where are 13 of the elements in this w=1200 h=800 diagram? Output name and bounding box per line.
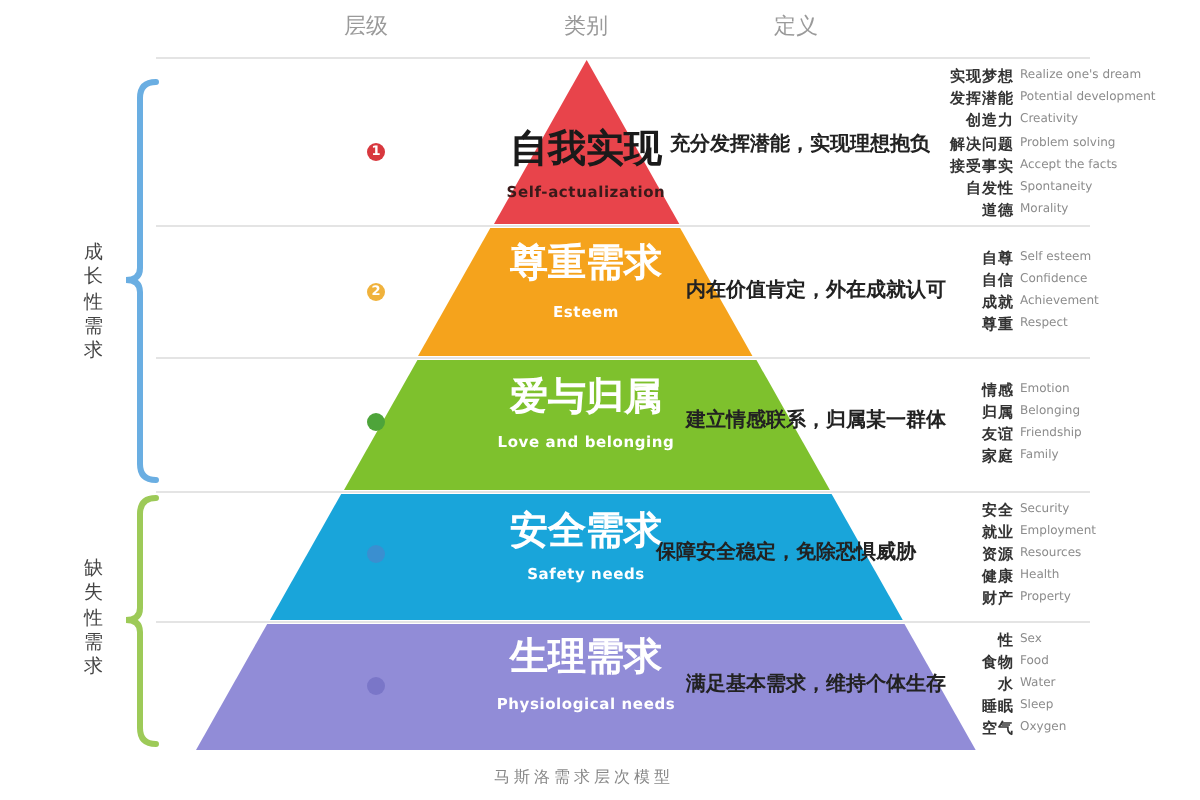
layer-title: 尊重需求: [509, 245, 662, 283]
column-header: 类别: [564, 15, 608, 37]
pyramid-layer: [196, 624, 976, 750]
bracket-label: 缺失性需求: [84, 558, 104, 682]
definition-text: 充分发挥潜能，实现理想抱负: [670, 136, 930, 156]
column-header: 定义: [774, 15, 818, 37]
column-header: 层级: [344, 15, 388, 37]
caption: 马斯洛需求层次模型: [494, 770, 674, 786]
definition-text: 保障安全稳定，免除恐惧威胁: [655, 544, 916, 564]
pyramid-layer: [343, 360, 829, 490]
layer-title: 爱与归属: [509, 379, 662, 417]
layer-title: 生理需求: [509, 639, 662, 677]
bracket-label: 成长性需求: [84, 242, 104, 366]
